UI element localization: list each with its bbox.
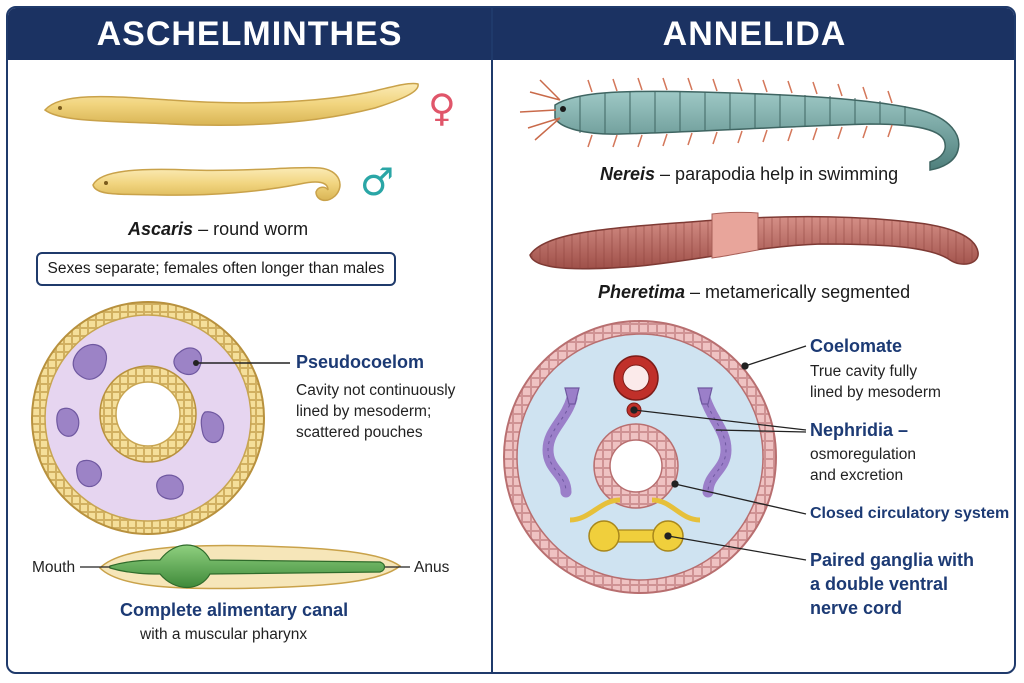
pseudocoelom-title: Pseudocoelom (296, 352, 425, 372)
nereis-caption: Nereis – parapodia help in swimming (600, 164, 898, 185)
mouth-label: Mouth (32, 559, 76, 576)
pseudocoelom-desc-line-1: Cavity not continuously (296, 382, 456, 399)
canal-subtitle: with a muscular pharynx (140, 626, 308, 643)
nephridia-desc-line-2: and excretion (810, 467, 904, 484)
ganglia-label-line-1: Paired ganglia with (810, 550, 975, 570)
coelomate-title: Coelomate (810, 336, 903, 356)
anus-label: Anus (414, 559, 450, 576)
male-symbol: ♂ (360, 160, 395, 204)
annelida-leader-lines (630, 345, 807, 561)
circulatory-label: Closed circulatory system (810, 505, 1010, 522)
coelomate-desc-line-2: lined by mesoderm (810, 384, 941, 401)
coelomate-cross-section (503, 320, 777, 594)
female-symbol: ♀ (428, 86, 456, 130)
nereis-description: – parapodia help in swimming (655, 164, 899, 184)
panel-title-aschelminthes: ASCHELMINTHES (8, 8, 491, 60)
pheretima-caption: Pheretima – metamerically segmented (598, 282, 910, 303)
nereis-illustration (519, 77, 960, 171)
ascaris-caption: Ascaris – round worm (128, 219, 308, 240)
pseudocoelom-desc-line-2: lined by mesoderm; (296, 403, 432, 420)
pheretima-illustration (529, 211, 979, 270)
pheretima-genus: Pheretima (598, 282, 686, 302)
canal-title: Complete alimentary canal (120, 600, 349, 620)
alimentary-canal-illustration (80, 544, 410, 590)
ascaris-female-illustration (43, 82, 419, 126)
nephridia-desc-line-1: osmoregulation (810, 446, 916, 463)
pseudocoelom-desc-line-3: scattered pouches (296, 424, 423, 441)
panel-divider (491, 8, 493, 672)
nephridia-title: Nephridia – (810, 420, 909, 440)
pseudocoelom-cross-section (31, 301, 290, 535)
ganglia-label-line-2: a double ventral (810, 574, 949, 594)
coelomate-desc-line-1: True cavity fully (810, 363, 918, 380)
panel-title-annelida: ANNELIDA (493, 8, 1014, 60)
sexes-separate-note: Sexes separate; females often longer tha… (36, 252, 396, 286)
pheretima-description: – metamerically segmented (685, 282, 911, 302)
nereis-genus: Nereis (600, 164, 656, 184)
ascaris-male-illustration (92, 166, 341, 202)
ganglia-label-line-3: nerve cord (810, 598, 903, 618)
ascaris-genus: Ascaris (128, 219, 194, 239)
ascaris-description: – round worm (193, 219, 309, 239)
